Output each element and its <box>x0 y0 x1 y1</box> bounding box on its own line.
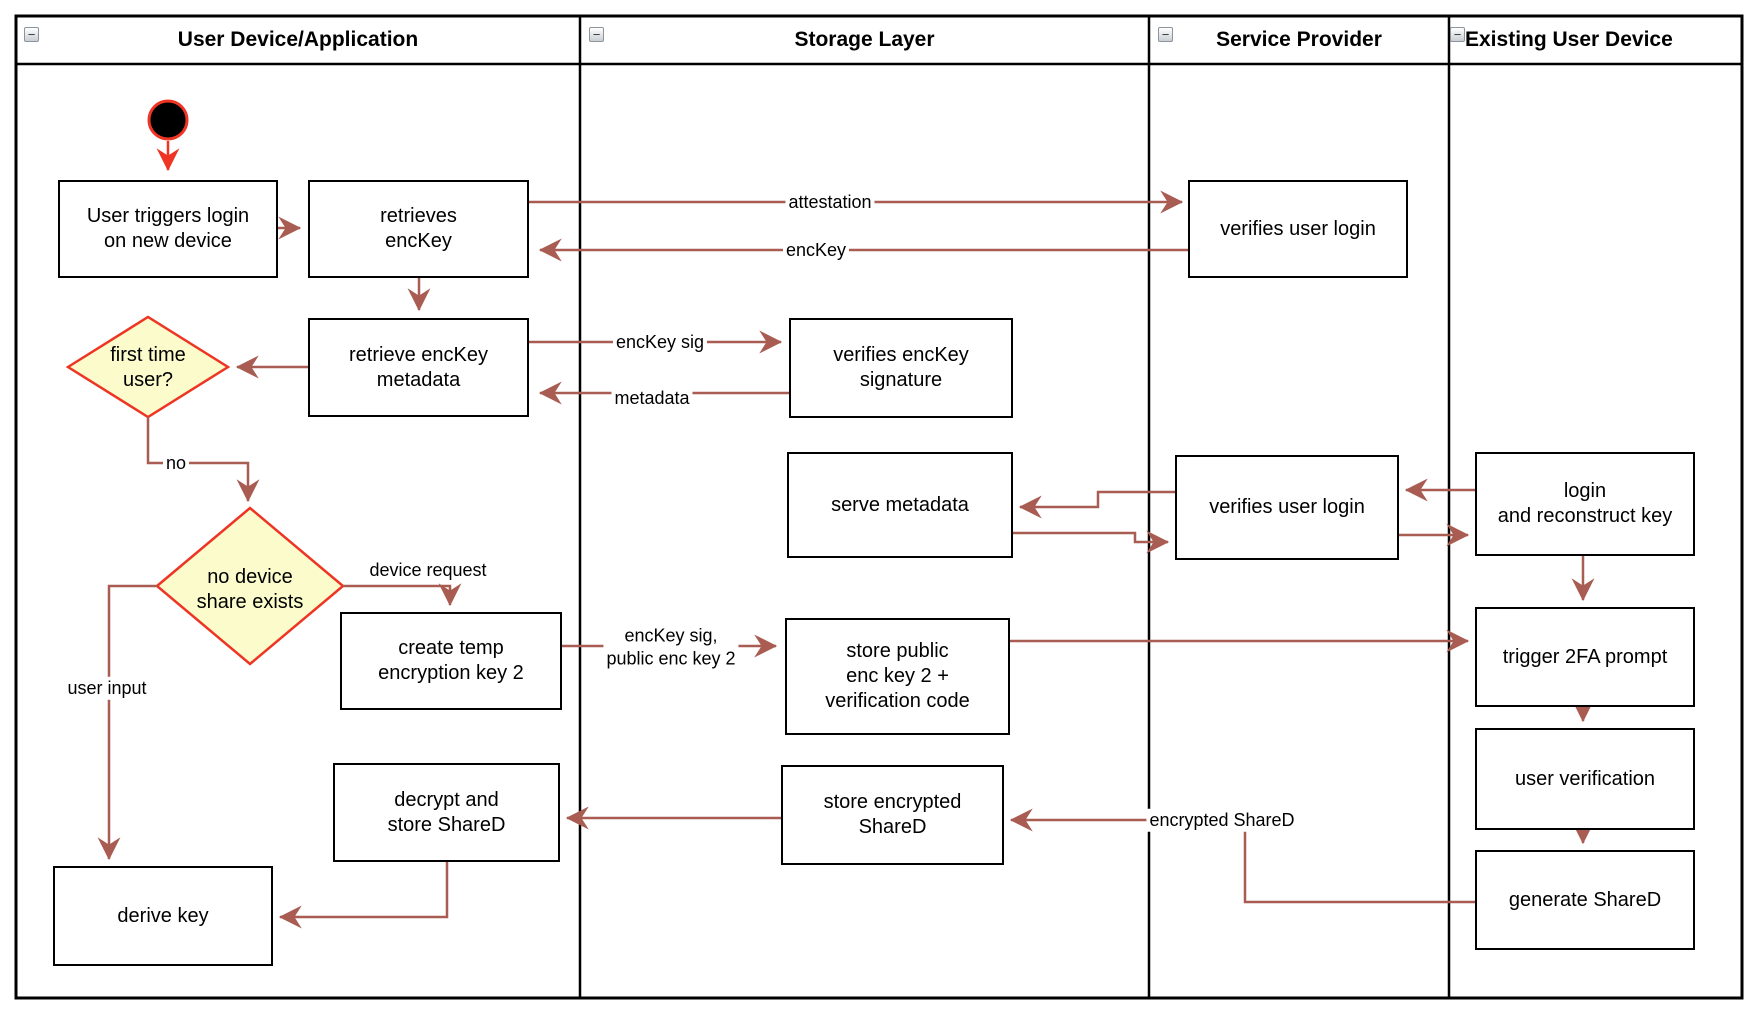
activity-derive-key[interactable]: derive key <box>53 866 273 966</box>
edge-label-enckey-sig-public: encKey sig, public enc key 2 <box>603 624 739 670</box>
activity-login-reconstruct-key[interactable]: login and reconstruct key <box>1475 452 1695 556</box>
activity-serve-metadata[interactable]: serve metadata <box>787 452 1013 558</box>
activity-verifies-user-login-mid[interactable]: verifies user login <box>1175 455 1399 560</box>
edge-label-device-request: device request <box>366 558 490 582</box>
activity-generate-shared[interactable]: generate ShareD <box>1475 850 1695 950</box>
activity-trigger-2fa[interactable]: trigger 2FA prompt <box>1475 607 1695 707</box>
edge-label-no: no <box>162 451 190 475</box>
edge-verifies-to-serve <box>1018 490 1175 519</box>
activity-retrieve-enckey-metadata[interactable]: retrieve encKey metadata <box>308 318 529 417</box>
edge-label-enckey: encKey <box>782 238 850 262</box>
start-node[interactable] <box>147 99 189 141</box>
activity-create-temp-key[interactable]: create temp encryption key 2 <box>340 612 562 710</box>
lane-header-storage-layer[interactable]: Storage Layer <box>794 28 935 51</box>
decision-first-time-user-label: first time user? <box>110 344 186 391</box>
edge-label-enckey-sig: encKey sig <box>612 330 708 354</box>
activity-user-verification[interactable]: user verification <box>1475 728 1695 830</box>
activity-user-triggers-login[interactable]: User triggers login on new device <box>58 180 278 278</box>
activity-store-public-enc-key[interactable]: store public enc key 2 + verification co… <box>785 618 1010 735</box>
edge-decrypt-to-derive <box>278 862 449 929</box>
lane-header-existing-device[interactable]: Existing User Device <box>1465 28 1673 51</box>
edge-label-attestation: attestation <box>785 190 875 214</box>
edge-label-encrypted-shared: encrypted ShareD <box>1146 808 1298 832</box>
activity-retrieves-enckey[interactable]: retrieves encKey <box>308 180 529 278</box>
collapse-icon-lane-3[interactable]: − <box>1158 27 1173 42</box>
edge-encrypted-shared <box>1009 808 1475 904</box>
lane-header-service-provider[interactable]: Service Provider <box>1216 28 1382 51</box>
collapse-icon-lane-4[interactable]: − <box>1450 27 1465 42</box>
edge-serve-to-verifies <box>1013 530 1170 554</box>
activity-verifies-user-login-top[interactable]: verifies user login <box>1188 180 1408 278</box>
edge-label-user-input: user input <box>64 676 150 700</box>
lane-header-user-device[interactable]: User Device/Application <box>177 28 419 51</box>
collapse-icon-lane-2[interactable]: − <box>589 27 604 42</box>
decision-no-device-share-label: no device share exists <box>196 566 304 613</box>
edge-label-metadata: metadata <box>611 386 693 410</box>
collapse-icon-lane-1[interactable]: − <box>24 27 39 42</box>
activity-verifies-enckey-signature[interactable]: verifies encKey signature <box>789 318 1013 418</box>
activity-store-encrypted-shared[interactable]: store encrypted ShareD <box>781 765 1004 865</box>
activity-decrypt-store-shared[interactable]: decrypt and store ShareD <box>333 763 560 862</box>
edge-device-request <box>343 583 462 607</box>
edge-user-input <box>97 584 157 861</box>
